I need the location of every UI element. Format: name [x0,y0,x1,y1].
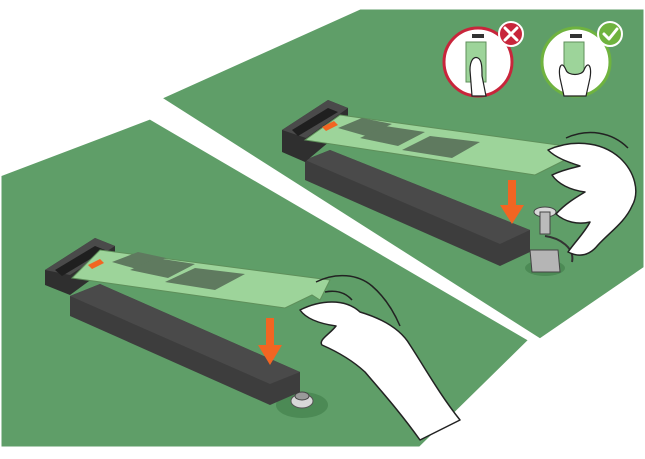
check-icon [597,21,623,47]
left-chip [112,252,166,270]
right-m2-connector [282,100,348,162]
right-card-notch [322,121,338,131]
left-chip [130,258,195,278]
left-card-notch [88,259,104,269]
left-panel [0,116,533,450]
right-chip [338,118,392,136]
left-mounting-pad [276,391,328,418]
right-motherboard [156,6,645,342]
right-panel [156,6,645,342]
left-hand [299,274,461,441]
left-chip [165,268,245,290]
left-down-arrow [258,318,282,365]
right-hand [547,131,637,256]
right-chip [360,126,425,146]
right-chip [402,136,480,158]
close-icon [498,21,524,47]
right-down-arrow [500,180,524,224]
right-ssd-card [303,114,581,176]
right-standoff [525,206,574,276]
left-ssd-card [70,249,331,309]
wrong-handling-badge [442,21,524,98]
right-handling-badge [540,21,623,98]
